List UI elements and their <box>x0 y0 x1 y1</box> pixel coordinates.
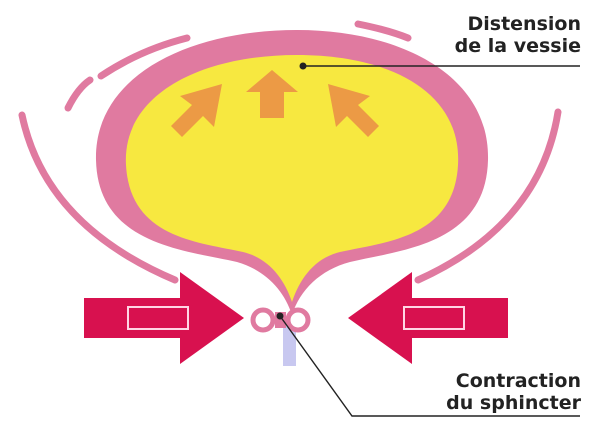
pressure-arrow-left <box>171 84 222 137</box>
force-arrow-left <box>84 272 244 364</box>
leader-lines <box>279 65 580 417</box>
sphincter-ring-right <box>285 307 311 333</box>
outer-arc-top-right <box>354 20 412 42</box>
force-arrow-right-highlight <box>403 306 465 330</box>
outer-arc-top-left-1 <box>64 76 94 112</box>
force-arrow-left-highlight <box>127 306 189 330</box>
label-distension-line2: de la vessie <box>454 35 581 57</box>
force-arrow-right <box>348 272 508 364</box>
label-distension-line1: Distension <box>467 13 582 35</box>
outer-arc-left <box>18 111 179 284</box>
outer-muscle-arcs <box>18 20 562 284</box>
sphincter <box>250 307 311 333</box>
label-contraction-du-sphincter: Contraction du sphincter <box>446 370 581 414</box>
pressure-arrows <box>171 70 379 137</box>
pressure-arrow-center <box>246 70 298 118</box>
leader-dot-contraction <box>276 312 284 320</box>
outer-arc-top-left-2 <box>97 34 191 80</box>
force-arrows <box>84 272 508 364</box>
label-contraction-line1: Contraction <box>455 370 581 392</box>
leader-dot-distension <box>299 62 307 70</box>
urethra <box>283 326 296 366</box>
sphincter-center <box>275 312 286 328</box>
urine <box>125 55 459 302</box>
leader-line-contraction <box>279 315 580 417</box>
outer-arc-right <box>414 108 562 284</box>
label-contraction-line2: du sphincter <box>446 392 581 414</box>
sphincter-ring-left <box>250 307 276 333</box>
pressure-arrow-right <box>328 84 379 137</box>
label-distension-de-la-vessie: Distension de la vessie <box>455 13 581 57</box>
